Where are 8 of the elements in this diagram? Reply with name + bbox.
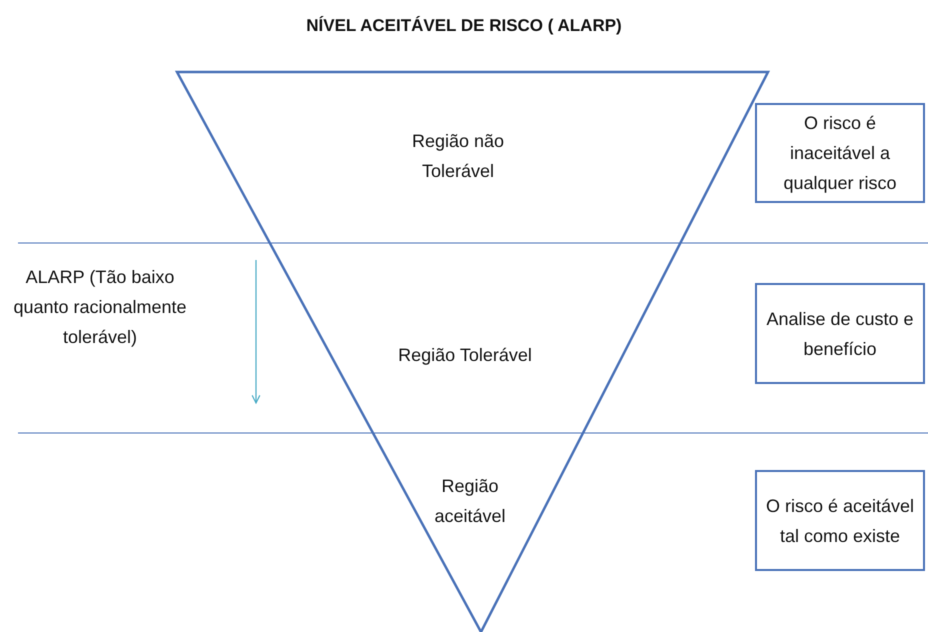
description-box: Analise de custo e benefício	[755, 283, 925, 384]
description-box: O risco é inaceitável a qualquer risco	[755, 103, 925, 203]
region-label: Região aceitável	[433, 475, 507, 528]
region-label: Região não Tolerável	[410, 130, 506, 183]
region-label: Região Tolerável	[397, 344, 533, 367]
title: NÍVEL ACEITÁVEL DE RISCO ( ALARP)	[305, 16, 623, 36]
description-box: O risco é aceitável tal como existe	[755, 470, 925, 571]
region-label: ALARP (Tão baixo quanto racionalmente tolerável)	[12, 266, 188, 349]
